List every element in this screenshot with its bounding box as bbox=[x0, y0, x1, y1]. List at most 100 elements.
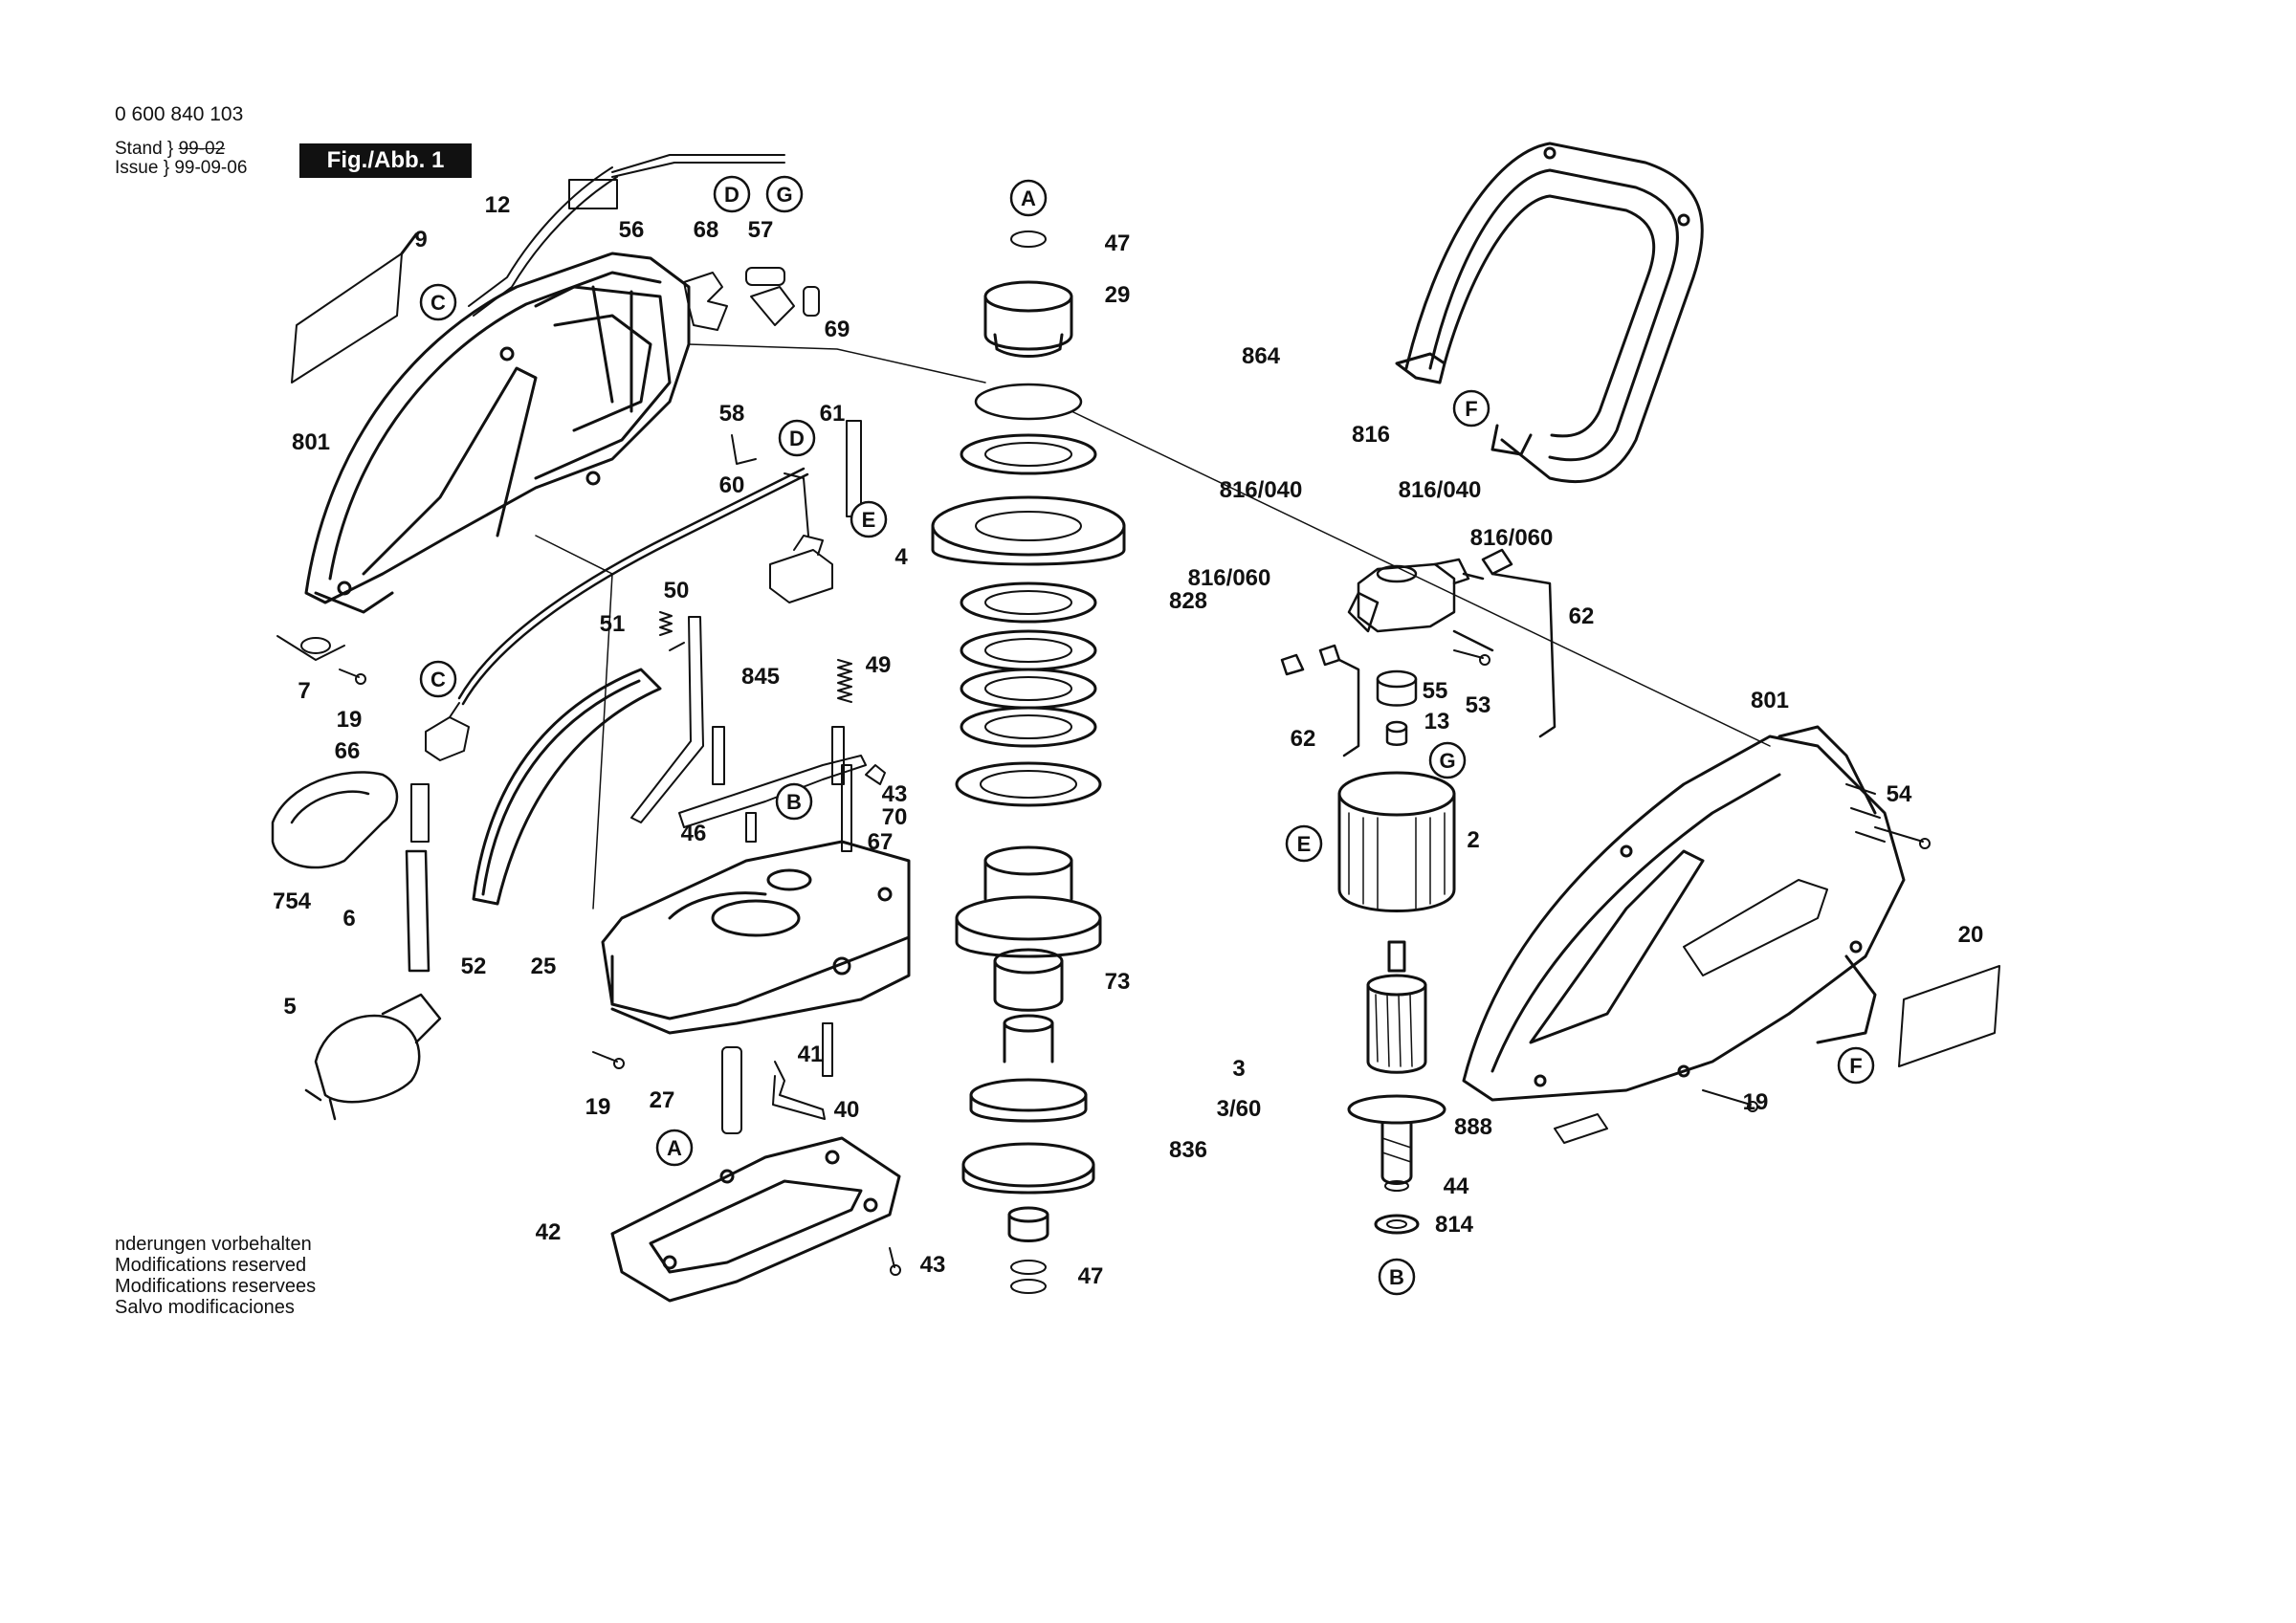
spring-51 bbox=[659, 611, 673, 636]
callout-7: 7 bbox=[298, 678, 310, 704]
connector-letter-text: B bbox=[786, 790, 802, 814]
connector-letter-b-1: B bbox=[775, 782, 813, 821]
stand-label: Stand bbox=[115, 139, 163, 159]
callout-25: 25 bbox=[531, 954, 557, 979]
callout-52: 52 bbox=[461, 954, 487, 979]
cord-clamp-66 bbox=[425, 702, 470, 761]
callout-62-2: 62 bbox=[1291, 726, 1316, 752]
callout-2: 2 bbox=[1467, 827, 1479, 853]
connector-letter-text: C bbox=[430, 668, 446, 691]
callout-58: 58 bbox=[719, 401, 745, 427]
lever-50 bbox=[630, 616, 704, 823]
callout-12: 12 bbox=[485, 192, 511, 218]
callout-9: 9 bbox=[414, 227, 427, 252]
bow-handle-864 bbox=[1395, 142, 1704, 484]
stud-7 bbox=[276, 635, 345, 661]
wire-bundle-12 bbox=[468, 154, 785, 317]
issue-value: 99-09-06 bbox=[174, 158, 248, 178]
callout-6: 6 bbox=[342, 906, 355, 932]
connector-letter-text: G bbox=[776, 183, 792, 207]
housing-half-801-right bbox=[1462, 725, 1906, 1102]
connector-letter-f-1: F bbox=[1452, 389, 1490, 428]
callout-754: 754 bbox=[273, 888, 312, 914]
connector-letter-text: E bbox=[862, 508, 876, 532]
connector-letter-text: F bbox=[1465, 397, 1477, 421]
callout-47-2: 47 bbox=[1078, 1263, 1104, 1289]
connector-letter-c-1: C bbox=[419, 283, 457, 321]
callout-55: 55 bbox=[1423, 678, 1448, 704]
callout-50: 50 bbox=[664, 578, 690, 603]
connector-letter-text: G bbox=[1439, 749, 1455, 773]
connector-letter-text: B bbox=[1389, 1265, 1404, 1289]
label-sticker-9 bbox=[291, 232, 418, 384]
callout-5: 5 bbox=[283, 994, 296, 1020]
connector-letter-layer: A A B B C C D D E E F F G G bbox=[419, 175, 1875, 1296]
callout-66: 66 bbox=[335, 738, 361, 764]
blade-assembly-845 bbox=[678, 726, 867, 828]
note-spanish: Salvo modificaciones bbox=[115, 1297, 295, 1318]
callout-51: 51 bbox=[600, 611, 626, 637]
connector-letter-text: D bbox=[724, 183, 740, 207]
callout-47-1: 47 bbox=[1105, 230, 1131, 256]
callout-864: 864 bbox=[1242, 343, 1281, 369]
callout-836: 836 bbox=[1169, 1137, 1207, 1163]
callout-27: 27 bbox=[650, 1087, 675, 1113]
callout-56: 56 bbox=[619, 217, 645, 243]
cord-sleeve-6 bbox=[405, 783, 430, 973]
stand-value: 99-02 bbox=[178, 139, 226, 159]
connector-letter-c-2: C bbox=[419, 660, 457, 698]
connector-letter-a-1: A bbox=[1009, 179, 1048, 217]
note-english: Modifications reserved bbox=[115, 1255, 307, 1276]
callout-814: 814 bbox=[1435, 1212, 1474, 1238]
callout-40: 40 bbox=[834, 1097, 860, 1123]
connector-letter-text: C bbox=[430, 291, 446, 315]
connector-letter-text: D bbox=[789, 427, 805, 450]
note-german: nderungen vorbehalten bbox=[115, 1234, 312, 1255]
callout-57: 57 bbox=[748, 217, 774, 243]
label-sticker-888 bbox=[1554, 1113, 1608, 1144]
connector-letter-f-2: F bbox=[1837, 1046, 1875, 1085]
pins-and-pegs bbox=[721, 764, 886, 1134]
callout-43-2: 43 bbox=[920, 1252, 946, 1278]
callout-3-60: 3/60 bbox=[1217, 1096, 1262, 1122]
mains-plug-5 bbox=[304, 993, 442, 1121]
connector-letter-b-2: B bbox=[1378, 1258, 1416, 1296]
connector-lines bbox=[535, 343, 1771, 910]
callout-845: 845 bbox=[741, 664, 780, 690]
callout-44: 44 bbox=[1444, 1173, 1469, 1199]
connector-letter-text: E bbox=[1297, 832, 1312, 856]
connector-letter-e-2: E bbox=[1285, 824, 1323, 863]
callout-816-060-2: 816/060 bbox=[1470, 525, 1554, 551]
connector-letter-d-1: D bbox=[713, 175, 751, 213]
callout-54: 54 bbox=[1887, 781, 1912, 807]
motor-armature-3 bbox=[1347, 940, 1446, 1235]
housing-half-801-left bbox=[304, 252, 691, 614]
callout-13: 13 bbox=[1424, 709, 1450, 735]
callout-29: 29 bbox=[1105, 282, 1131, 308]
connector-letter-d-2: D bbox=[778, 419, 816, 457]
callout-46: 46 bbox=[681, 821, 707, 846]
carbon-brush-55 bbox=[1376, 669, 1418, 746]
callout-43-1: 43 bbox=[882, 781, 908, 807]
connector-letter-text: A bbox=[667, 1136, 682, 1160]
callout-19-3: 19 bbox=[1743, 1089, 1769, 1115]
callout-801-2: 801 bbox=[1751, 688, 1789, 713]
gear-stack-column bbox=[931, 230, 1126, 1294]
callout-60: 60 bbox=[719, 472, 745, 498]
callout-53: 53 bbox=[1466, 692, 1491, 718]
gear-housing-25 bbox=[601, 840, 911, 1035]
callout-20: 20 bbox=[1958, 922, 1984, 948]
connector-letter-g-2: G bbox=[1428, 741, 1467, 779]
callout-19-1: 19 bbox=[337, 707, 363, 733]
label-sticker-20 bbox=[1898, 965, 2000, 1067]
figure-badge: Fig./Abb. 1 bbox=[299, 143, 472, 178]
connector-letter-text: F bbox=[1849, 1054, 1862, 1078]
callout-816-040-2: 816/040 bbox=[1399, 477, 1482, 503]
connector-letter-g-1: G bbox=[765, 175, 804, 213]
callout-68: 68 bbox=[694, 217, 719, 243]
switch-module-816 bbox=[1280, 548, 1556, 757]
callout-42: 42 bbox=[536, 1219, 562, 1245]
callout-888: 888 bbox=[1454, 1114, 1492, 1140]
power-cord bbox=[457, 467, 809, 706]
